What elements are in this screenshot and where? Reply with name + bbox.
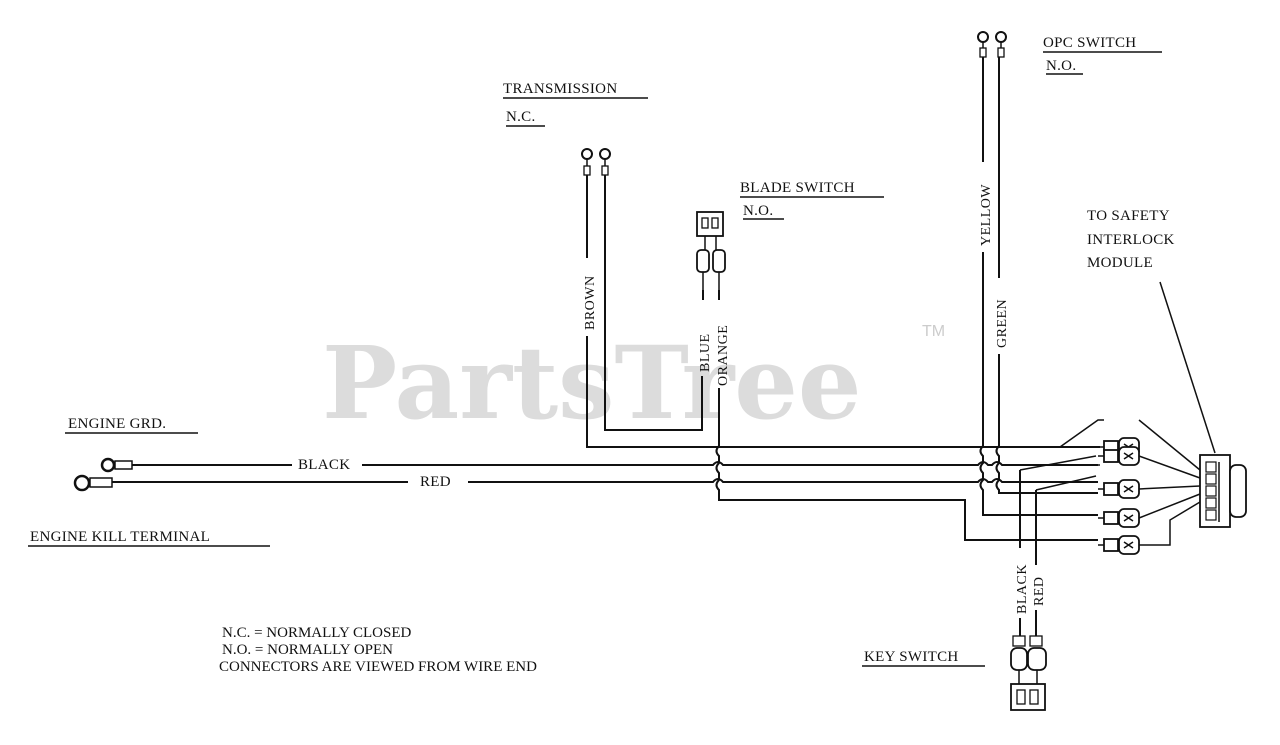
watermark-tm: TM [922, 323, 945, 340]
note-normally-open: N.O. = NORMALLY OPEN [222, 642, 393, 658]
opc-switch-state-label: N.O. [1046, 58, 1076, 74]
safety-leader-line [1159, 281, 1216, 454]
key-red-branch [1035, 475, 1097, 491]
transmission-state-label: N.C. [506, 109, 536, 125]
opc-switch-terminals [977, 31, 1007, 58]
red-wire-label: RED [420, 474, 451, 490]
engine-kill-ring-terminal [73, 474, 113, 492]
engine-kill-label: ENGINE KILL TERMINAL [30, 529, 210, 545]
engine-ground-terminal [100, 457, 133, 473]
transmission-label: TRANSMISSION [503, 81, 617, 97]
green-wire-label: GREEN [995, 299, 1010, 348]
key-red-wire-label: RED [1032, 577, 1047, 607]
safety-label-line3: MODULE [1087, 255, 1153, 271]
safety-label-line1: TO SAFETY [1087, 208, 1170, 224]
engine-ground-label: ENGINE GRD. [68, 416, 166, 432]
key-switch-connector [1010, 635, 1047, 711]
transmission-jumper-wire [604, 175, 703, 431]
watermark: PartsTree [322, 324, 862, 442]
yellow-wire-label: YELLOW [979, 184, 994, 246]
terminal-3 [1098, 479, 1140, 499]
key-switch-label: KEY SWITCH [864, 649, 959, 665]
orange-wire [715, 290, 1098, 541]
terminal-2 [1098, 446, 1140, 466]
note-normally-closed: N.C. = NORMALLY CLOSED [222, 625, 411, 641]
transmission-terminals [581, 148, 611, 176]
brown-wire-label: BROWN [583, 275, 598, 330]
terminal-5 [1098, 535, 1140, 555]
orange-wire-label: ORANGE [716, 325, 731, 386]
safety-interlock-plug [1199, 454, 1247, 528]
brown-wire [586, 175, 1100, 448]
safety-label-line2: INTERLOCK [1087, 232, 1175, 248]
terminal-cluster [1059, 419, 1201, 555]
blade-switch-state-label: N.O. [743, 203, 773, 219]
key-black-wire-label: BLACK [1015, 564, 1030, 614]
opc-switch-label: OPC SWITCH [1043, 35, 1136, 51]
green-wire [995, 57, 1098, 494]
yellow-wire [979, 57, 1098, 516]
red-wire [112, 478, 1098, 483]
terminal-4 [1098, 508, 1140, 528]
black-wire-label: BLACK [298, 457, 350, 473]
key-black-branch [1019, 455, 1097, 471]
note-connector-view: CONNECTORS ARE VIEWED FROM WIRE END [219, 659, 537, 675]
blade-switch-connector [696, 211, 726, 290]
blue-wire-label: BLUE [698, 333, 713, 372]
black-wire [132, 461, 1098, 466]
blade-switch-label: BLADE SWITCH [740, 180, 855, 196]
